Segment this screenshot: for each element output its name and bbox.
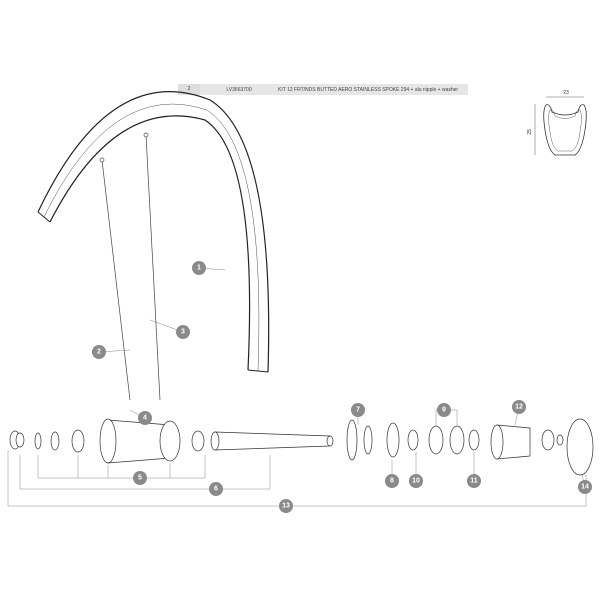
svg-text:14: 14 — [581, 484, 589, 491]
svg-text:4: 4 — [143, 415, 147, 422]
callout-2: 2 — [92, 345, 106, 359]
rim — [37, 91, 270, 373]
part-description: KIT 12 FRT/NDS BUTTED AERO STAINLESS SPO… — [278, 86, 459, 93]
part-reference: LV3663700 — [226, 86, 252, 93]
callout-6: 6 — [209, 482, 223, 496]
callout-1: 1 — [192, 261, 206, 275]
rim-width-label: 23 — [563, 90, 569, 96]
svg-text:8: 8 — [390, 478, 394, 485]
svg-text:10: 10 — [412, 478, 420, 485]
svg-text:13: 13 — [282, 503, 290, 510]
callout-13: 13 — [279, 499, 293, 513]
parts-table-row: 2 LV3663700 KIT 12 FRT/NDS BUTTED AERO S… — [178, 84, 468, 95]
rim-profile: 23 25 — [527, 90, 587, 156]
svg-text:12: 12 — [515, 404, 523, 411]
callout-8: 8 — [385, 474, 399, 488]
leader-lines — [7, 267, 587, 507]
svg-text:11: 11 — [470, 478, 478, 485]
spokes — [99, 132, 161, 401]
callout-5: 5 — [133, 471, 147, 485]
callout-14: 14 — [578, 480, 592, 494]
svg-text:1: 1 — [197, 265, 201, 272]
callout-9: 9 — [437, 403, 451, 417]
svg-text:5: 5 — [138, 475, 142, 482]
callout-3: 3 — [176, 325, 190, 339]
callout-7: 7 — [351, 403, 365, 417]
part-index: 2 — [178, 84, 200, 95]
callout-11: 11 — [467, 474, 481, 488]
callouts: 1 2 3 4 5 6 7 8 9 10 11 12 13 14 — [92, 261, 592, 513]
svg-text:6: 6 — [214, 486, 218, 493]
svg-text:2: 2 — [97, 349, 101, 356]
callout-12: 12 — [512, 400, 526, 414]
svg-text:9: 9 — [442, 407, 446, 414]
callout-4: 4 — [138, 411, 152, 425]
svg-text:7: 7 — [356, 407, 360, 414]
rim-height-label: 25 — [527, 129, 533, 135]
hub-parts — [9, 418, 594, 476]
svg-text:3: 3 — [181, 329, 185, 336]
callout-10: 10 — [409, 474, 423, 488]
